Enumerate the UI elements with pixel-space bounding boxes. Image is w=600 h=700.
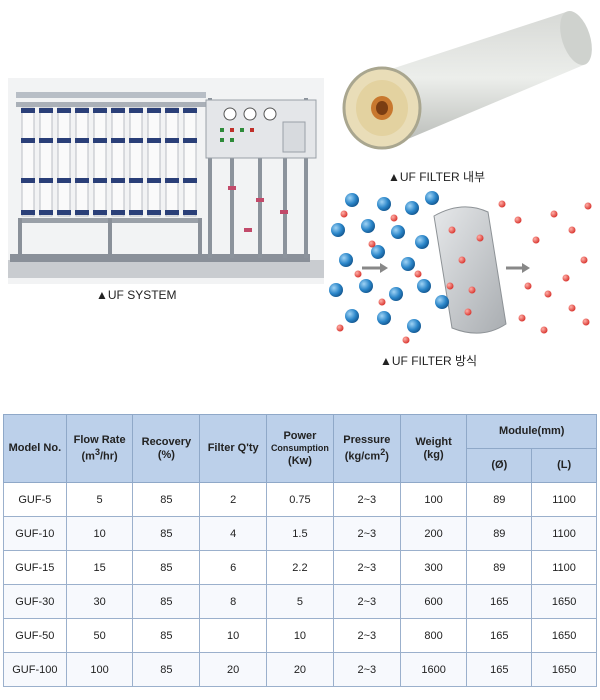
- uf-filter-inside-caption: ▲UF FILTER 내부: [388, 170, 486, 184]
- table-cell-flow: 15: [65, 550, 134, 585]
- table-header-row: Model No. Flow Rate (m3/hr) Recovery(%) …: [3, 414, 597, 483]
- table-cell-flow: 100: [65, 652, 134, 687]
- table-cell-len: 1100: [531, 550, 597, 585]
- table-cell-weight: 800: [399, 618, 468, 653]
- table-cell-weight: 600: [399, 584, 468, 619]
- header-module: Module(mm): [466, 414, 597, 449]
- table-cell-weight: 300: [399, 550, 468, 585]
- uf-system-caption: ▲UF SYSTEM: [96, 288, 177, 302]
- table-cell-model: GUF-30: [3, 584, 67, 619]
- table-cell-pressure: 2~3: [332, 618, 401, 653]
- table-cell-pressure: 2~3: [332, 550, 401, 585]
- header-weight: Weight(kg): [399, 414, 468, 483]
- header-pressure: Pressure (kg/cm2): [332, 414, 401, 483]
- table-cell-filter: 6: [199, 550, 267, 585]
- table-cell-dia: 165: [466, 584, 533, 619]
- table-cell-model: GUF-5: [3, 482, 67, 517]
- table-cell-len: 1100: [531, 482, 597, 517]
- table-cell-len: 1650: [531, 652, 597, 687]
- table-cell-model: GUF-10: [3, 516, 67, 551]
- table-cell-pressure: 2~3: [332, 482, 401, 517]
- table-cell-dia: 89: [466, 550, 533, 585]
- table-cell-power: 10: [265, 618, 334, 653]
- table-cell-len: 1100: [531, 516, 597, 551]
- table-cell-filter: 20: [199, 652, 267, 687]
- table-cell-power: 0.75: [265, 482, 334, 517]
- table-cell-recovery: 85: [132, 584, 201, 619]
- table-cell-dia: 89: [466, 482, 533, 517]
- header-module-length: (L): [531, 448, 597, 483]
- table-cell-power: 5: [265, 584, 334, 619]
- table-cell-model: GUF-50: [3, 618, 67, 653]
- header-flow-rate: Flow Rate (m3/hr): [65, 414, 134, 483]
- table-cell-recovery: 85: [132, 482, 201, 517]
- uf-system-drawing: [8, 78, 324, 284]
- uf-filter-cylinder-image: [336, 4, 598, 166]
- table-cell-dia: 89: [466, 516, 533, 551]
- table-cell-len: 1650: [531, 618, 597, 653]
- table-cell-filter: 2: [199, 482, 267, 517]
- uf-filter-method-caption: ▲UF FILTER 방식: [380, 354, 478, 368]
- header-power: Power Consumption (Kw): [265, 414, 334, 483]
- table-cell-filter: 8: [199, 584, 267, 619]
- table-cell-filter: 4: [199, 516, 267, 551]
- table-cell-len: 1650: [531, 584, 597, 619]
- table-cell-power: 1.5: [265, 516, 334, 551]
- table-cell-recovery: 85: [132, 618, 201, 653]
- table-cell-pressure: 2~3: [332, 516, 401, 551]
- table-cell-flow: 10: [65, 516, 134, 551]
- header-recovery: Recovery(%): [132, 414, 201, 483]
- table-cell-flow: 50: [65, 618, 134, 653]
- table-cell-pressure: 2~3: [332, 652, 401, 687]
- table-cell-recovery: 85: [132, 550, 201, 585]
- spec-table: Model No. Flow Rate (m3/hr) Recovery(%) …: [3, 414, 597, 687]
- table-cell-flow: 30: [65, 584, 134, 619]
- table-cell-power: 2.2: [265, 550, 334, 585]
- table-cell-recovery: 85: [132, 516, 201, 551]
- header-filter-qty: Filter Q'ty: [199, 414, 267, 483]
- table-cell-weight: 100: [399, 482, 468, 517]
- header-model: Model No.: [3, 414, 67, 483]
- table-cell-weight: 200: [399, 516, 468, 551]
- table-cell-power: 20: [265, 652, 334, 687]
- filter-method-drawing: [329, 191, 592, 344]
- table-cell-weight: 1600: [399, 652, 468, 687]
- uf-filter-method-image: [322, 190, 598, 350]
- table-cell-model: GUF-100: [3, 652, 67, 687]
- table-cell-recovery: 85: [132, 652, 201, 687]
- table-cell-pressure: 2~3: [332, 584, 401, 619]
- header-module-diameter: (Ø): [466, 448, 533, 483]
- filter-cylinder-drawing: [342, 11, 592, 150]
- table-cell-dia: 165: [466, 618, 533, 653]
- table-cell-dia: 165: [466, 652, 533, 687]
- table-cell-flow: 5: [65, 482, 134, 517]
- uf-system-image: [8, 78, 324, 284]
- table-cell-model: GUF-15: [3, 550, 67, 585]
- table-cell-filter: 10: [199, 618, 267, 653]
